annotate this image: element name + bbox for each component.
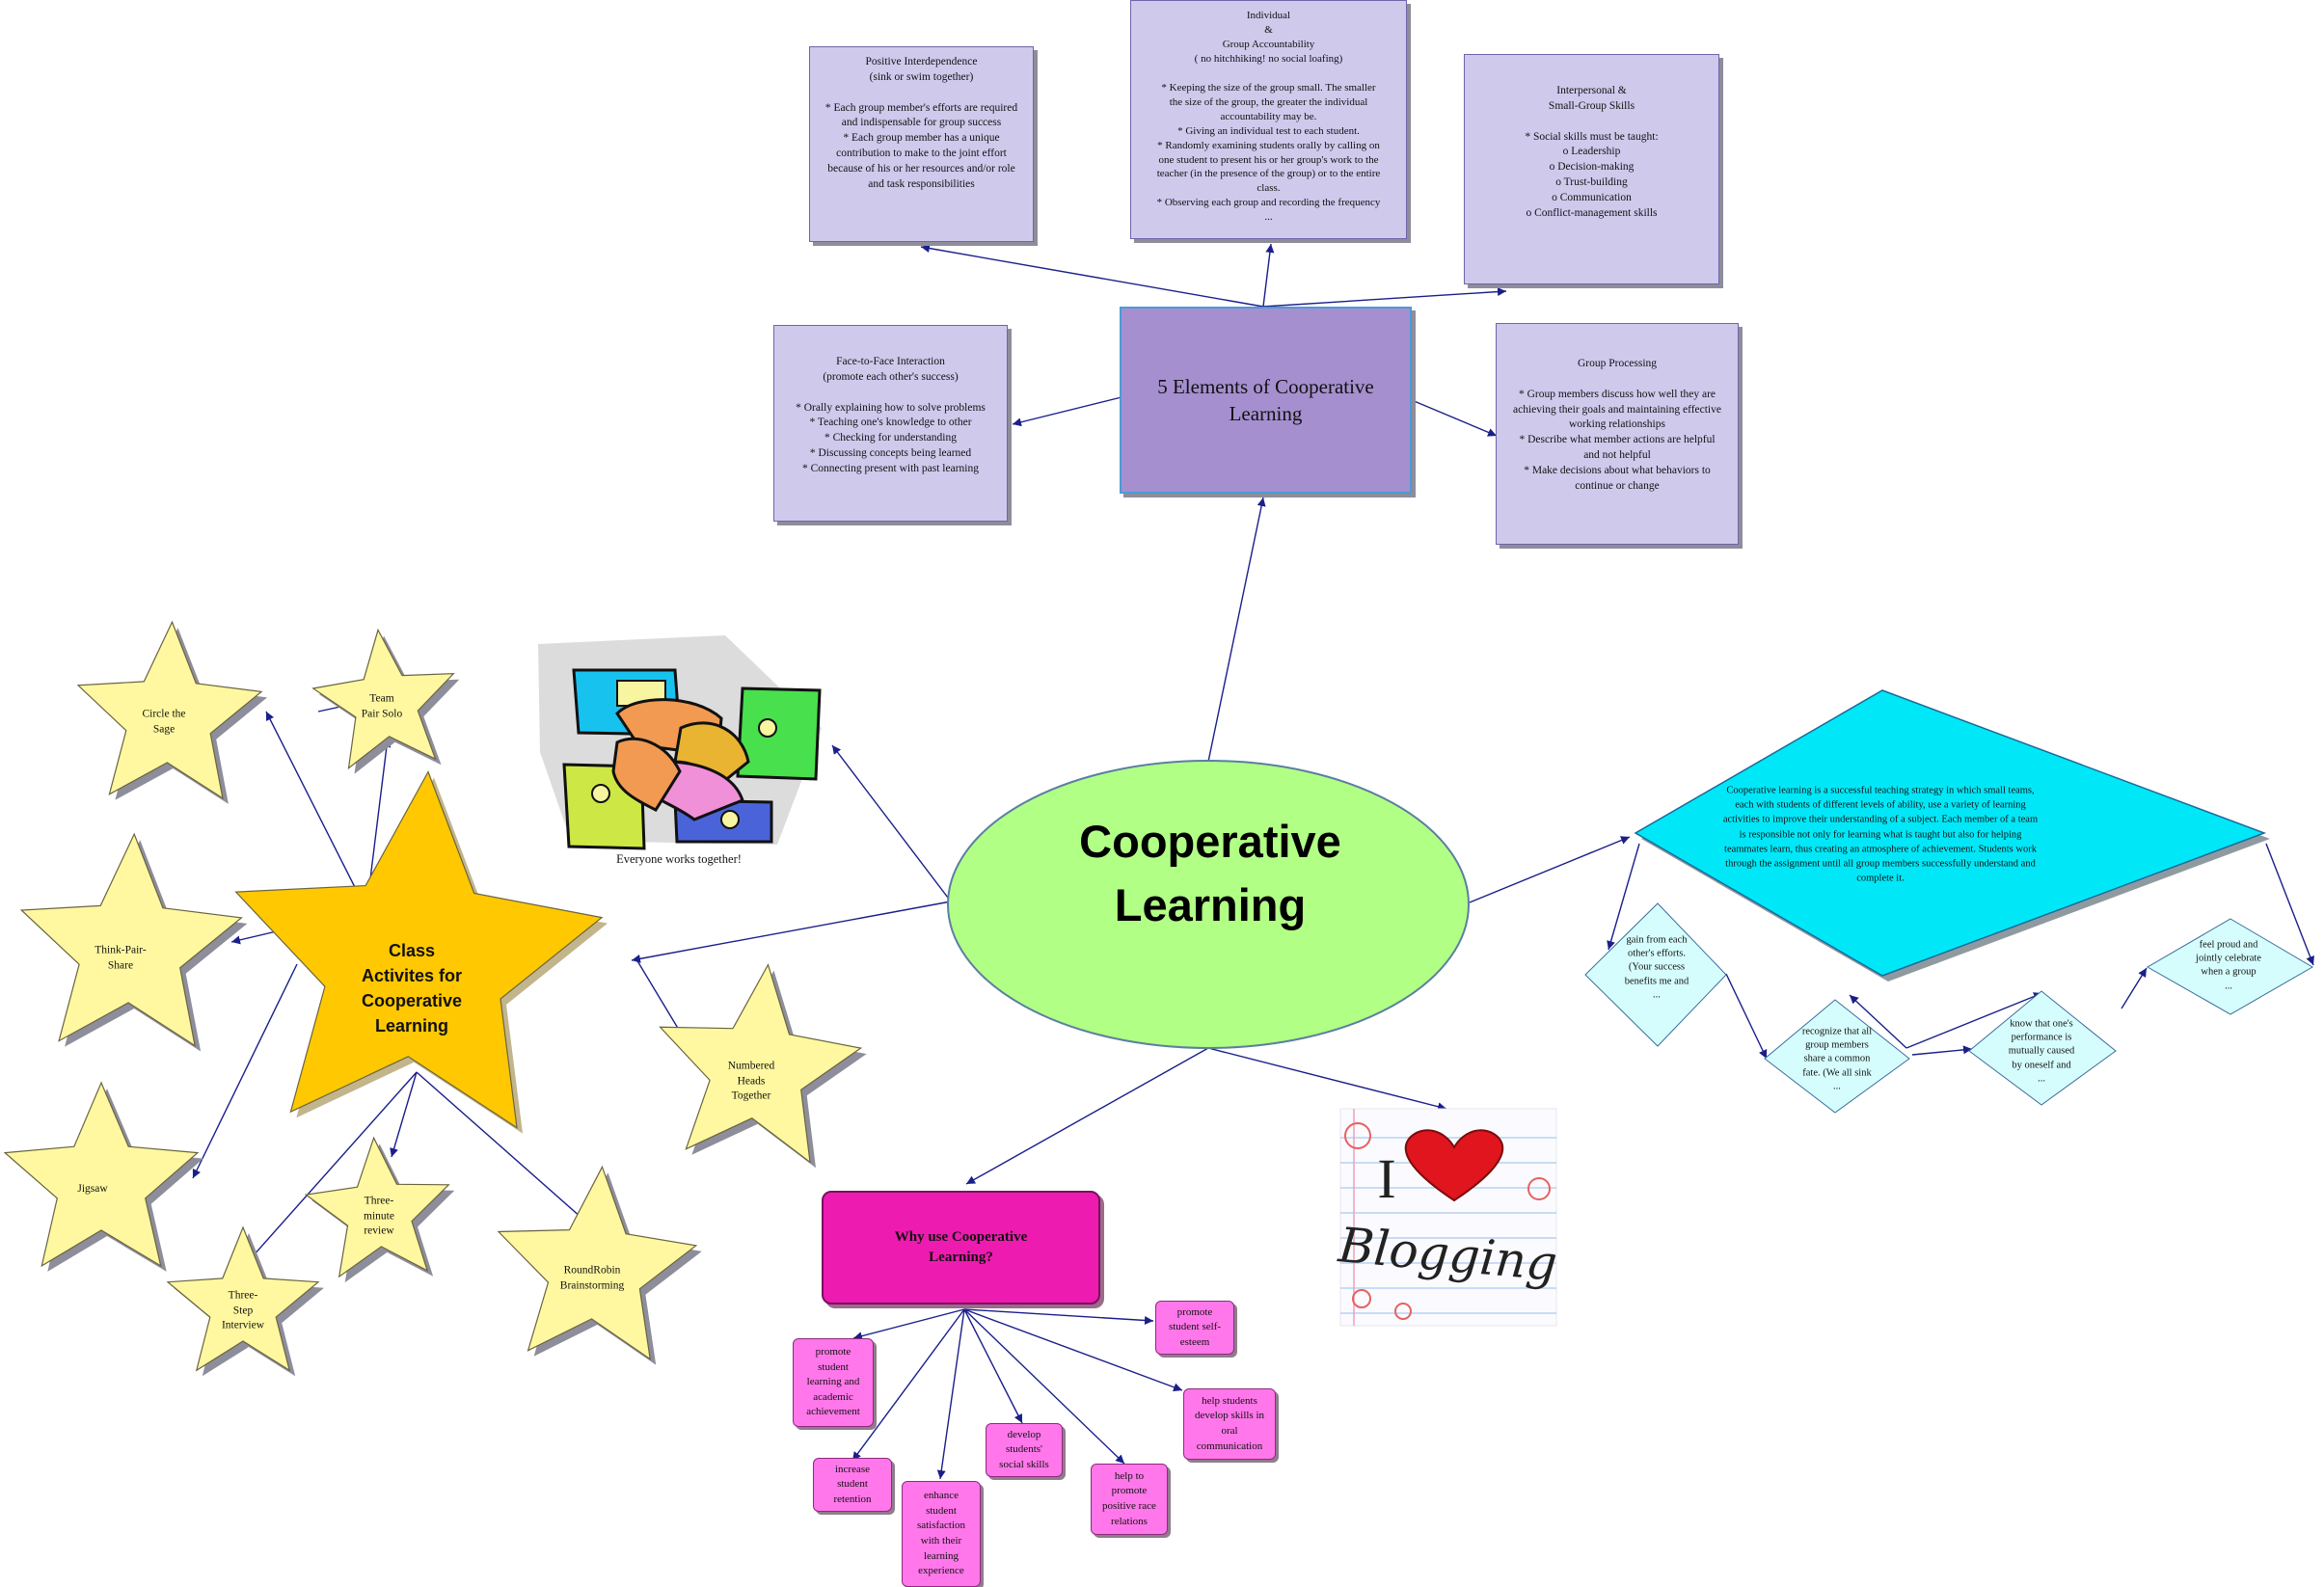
why-item-social-skills[interactable]: develop students' social skills — [986, 1423, 1063, 1477]
connector — [1469, 836, 1631, 903]
connector — [965, 1047, 1209, 1185]
circle-the-sage-label: Circle the Sage — [142, 708, 186, 735]
connector — [1911, 1045, 1973, 1056]
think-pair-share-star[interactable] — [19, 832, 243, 1047]
interpersonal-skills-box[interactable]: Interpersonal & Small-Group Skills * Soc… — [1464, 54, 1719, 284]
why-item-oral-communication[interactable]: help students develop skills in oral com… — [1183, 1388, 1276, 1460]
connector — [963, 1308, 1183, 1392]
think-pair-share-label: Think-Pair- Share — [95, 944, 147, 971]
connector — [936, 1308, 965, 1480]
hands-clipart — [538, 635, 822, 850]
connector — [631, 901, 952, 963]
numbered-heads-star[interactable] — [659, 963, 863, 1164]
connector — [1012, 396, 1122, 427]
central-topic-title: Cooperative Learning — [1079, 816, 1341, 930]
roundrobin-label: RoundRobin Brainstorming — [559, 1264, 625, 1291]
blogging-image: I Blogging — [1336, 1108, 1559, 1327]
gain-text: gain from each other's efforts. (Your su… — [1624, 934, 1689, 1001]
three-minute-review-star[interactable] — [304, 1136, 450, 1278]
circle-the-sage-star[interactable] — [76, 620, 263, 800]
face-to-face-box[interactable]: Face-to-Face Interaction (promote each o… — [773, 325, 1008, 522]
connector — [1411, 399, 1498, 437]
team-pair-solo-star[interactable] — [311, 628, 455, 770]
why-item-achievement[interactable]: promote student learning and academic ac… — [793, 1338, 874, 1427]
connector — [963, 1308, 1154, 1325]
connector — [265, 711, 367, 911]
connector — [1905, 992, 2043, 1049]
three-step-interview-star[interactable] — [166, 1225, 320, 1372]
connector — [920, 244, 1264, 308]
connector — [2121, 967, 2148, 1009]
class-activities-label: Class Activites for Cooperative Learning — [361, 940, 463, 1036]
positive-interdependence-box[interactable]: Positive Interdependence (sink or swim t… — [809, 46, 1034, 242]
stars-layer — [3, 620, 867, 1377]
class-activities-star[interactable] — [234, 770, 604, 1129]
jigsaw-label: Jigsaw — [77, 1183, 108, 1196]
know-text: know that one's performance is mutually … — [2008, 1018, 2075, 1085]
connector — [416, 1071, 599, 1233]
team-pair-solo-label: Team Pair Solo — [361, 692, 403, 719]
central-topic-ellipse[interactable] — [947, 760, 1470, 1049]
connector — [1262, 287, 1507, 308]
numbered-heads-label: Numbered Heads Together — [727, 1060, 775, 1102]
connector — [192, 963, 298, 1179]
connector — [963, 1308, 1125, 1465]
accountability-box[interactable]: Individual & Group Accountability ( no h… — [1130, 0, 1407, 239]
three-step-interview-label: Three- Step Interview — [221, 1289, 265, 1331]
connector — [831, 744, 952, 902]
connector — [1607, 843, 1640, 951]
recognize-diamond[interactable] — [1764, 999, 1910, 1114]
three-minute-review-label: Three- minute review — [364, 1195, 394, 1237]
group-processing-box[interactable]: Group Processing * Group members discuss… — [1496, 323, 1739, 545]
feel-proud-diamond[interactable] — [2146, 918, 2313, 1015]
connector — [2265, 843, 2314, 966]
know-diamond[interactable] — [1968, 990, 2117, 1106]
connector — [1262, 243, 1275, 308]
why-item-race-relations[interactable]: help to promote positive race relations — [1091, 1464, 1168, 1535]
roundrobin-star[interactable] — [497, 1165, 698, 1360]
why-use-box[interactable]: Why use Cooperative Learning? — [822, 1191, 1100, 1305]
connector — [851, 1308, 965, 1462]
connector — [1207, 497, 1266, 763]
gain-diamond[interactable] — [1584, 902, 1727, 1047]
why-item-retention[interactable]: increase student retention — [813, 1458, 892, 1512]
connector — [390, 1071, 418, 1158]
five-elements-hub[interactable]: 5 Elements of Cooperative Learning — [1120, 307, 1412, 494]
heart-icon — [1404, 1129, 1504, 1202]
connector — [963, 1308, 1023, 1424]
hands-caption: Everyone works together! — [616, 852, 742, 866]
connector — [1725, 973, 1768, 1060]
definition-text: Cooperative learning is a successful tea… — [1722, 785, 2039, 885]
connector — [852, 1308, 965, 1341]
jigsaw-star[interactable] — [3, 1081, 200, 1268]
recognize-text: recognize that all group members share a… — [1801, 1026, 1873, 1092]
definition-diamond[interactable] — [1634, 689, 2267, 977]
connector — [1207, 1047, 1447, 1112]
connector — [244, 1071, 418, 1266]
why-item-satisfaction[interactable]: enhance student satisfaction with their … — [902, 1481, 981, 1587]
blog-i-text: I — [1377, 1147, 1395, 1210]
why-item-self-esteem[interactable]: promote student self- esteem — [1155, 1301, 1234, 1355]
connector — [1849, 994, 1907, 1049]
feel-proud-text: feel proud and jointly celebrate when a … — [2196, 939, 2261, 992]
